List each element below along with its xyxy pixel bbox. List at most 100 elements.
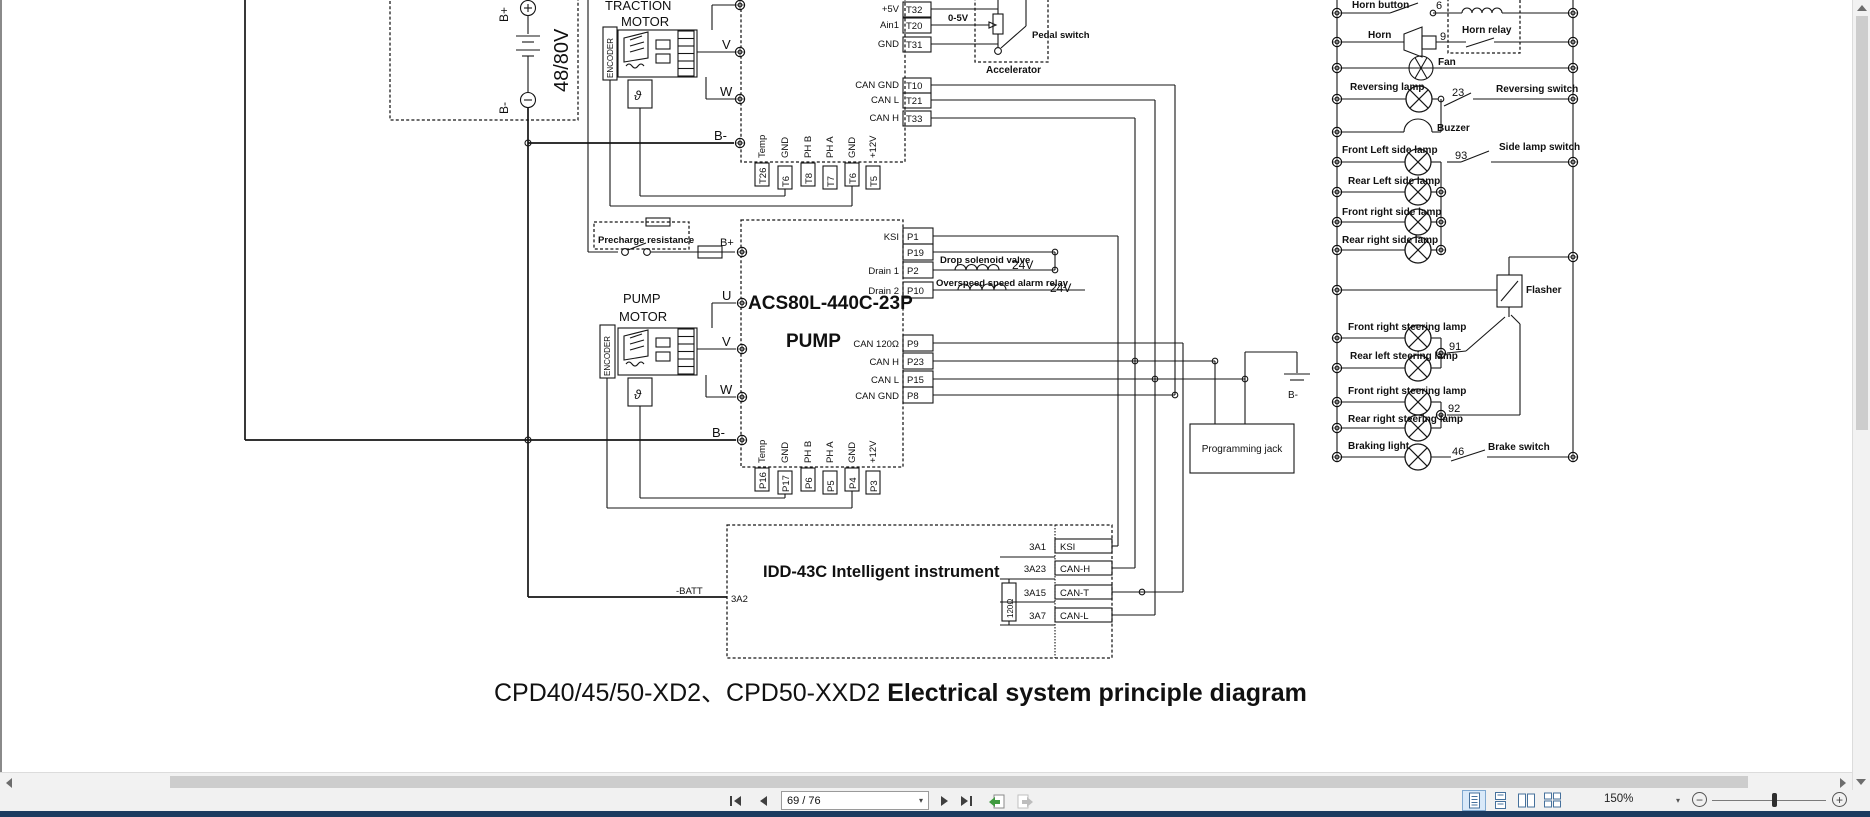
pump-encoder-label: ENCODER [603, 336, 612, 376]
vertical-scroll-thumb[interactable] [1856, 16, 1868, 430]
pin-label: CAN-H [1060, 564, 1090, 575]
prev-page-icon [759, 795, 767, 806]
steering-no-2: 92 [1448, 403, 1460, 415]
side-lamp-label: Front Left side lamp [1342, 145, 1438, 156]
scroll-up-icon[interactable] [1857, 5, 1867, 11]
next-page-button[interactable] [931, 790, 957, 811]
continuous-facing-view-icon [1543, 792, 1561, 808]
pump-controller-box [740, 219, 904, 468]
batt-pin: 3A2 [731, 594, 748, 605]
continuous-view-button[interactable] [1488, 790, 1512, 811]
plus-icon: + [1835, 792, 1843, 807]
zoom-out-button[interactable]: − [1692, 792, 1707, 807]
jack-bminus-label: B- [1288, 390, 1298, 401]
instrument-box [726, 524, 1113, 659]
precharge-box [593, 221, 690, 250]
steering-lamp-label: Front right steering lamp [1348, 322, 1466, 333]
scroll-left-icon[interactable] [6, 778, 12, 788]
reversing-switch-label: Reversing switch [1496, 84, 1578, 95]
traction-motor-title-1: TRACTION [605, 0, 671, 13]
battery-box [389, 0, 579, 121]
side-lamp-label: Rear right side lamp [1342, 235, 1438, 246]
status-bar [0, 811, 1870, 817]
page-number-combobox[interactable]: 69 / 76 ▾ [781, 791, 929, 810]
braking-no: 46 [1452, 446, 1464, 458]
braking-light-label: Braking light [1348, 441, 1410, 452]
pump-controller-name: PUMP [786, 331, 841, 352]
pump-motor-title-2: MOTOR [619, 309, 667, 324]
pin-id: T10 [906, 81, 922, 92]
pin-label: CAN H [869, 113, 899, 124]
next-view-icon [1017, 794, 1033, 808]
pin-id: P17 [781, 475, 792, 492]
traction-phase-w: W [720, 84, 733, 99]
pin-id: T7 [826, 176, 837, 187]
terminator-resistor-label: 120Ω [1006, 599, 1015, 618]
zoom-slider-track[interactable] [1712, 800, 1826, 801]
facing-view-button[interactable] [1514, 790, 1538, 811]
pin-label: Ain1 [880, 20, 899, 31]
traction-phase-v: V [722, 37, 731, 52]
programming-jack-label: Programming jack [1202, 444, 1284, 455]
zoom-in-button[interactable]: + [1832, 792, 1847, 807]
zoom-slider-handle[interactable] [1772, 793, 1777, 807]
page-number-value: 69 / 76 [787, 794, 821, 807]
pin-id: T31 [906, 40, 922, 51]
pin-id: P2 [907, 266, 919, 277]
traction-temp-sensor-icon: ϑ [634, 88, 642, 103]
side-lamp-label: Front right side lamp [1342, 207, 1441, 218]
prev-page-button[interactable] [750, 790, 776, 811]
pin-id: T32 [906, 5, 922, 16]
horn-button-label: Horn button [1352, 0, 1409, 11]
horizontal-scrollbar[interactable] [0, 772, 1852, 790]
last-page-button[interactable] [953, 790, 979, 811]
caption-prefix: CPD40/45/50-XD2、CPD50-XXD2 [494, 679, 888, 707]
pin-label: PH A [825, 441, 836, 463]
steering-lamp-label: Rear left steering lamp [1350, 351, 1458, 362]
horn-button-no: 6 [1436, 0, 1442, 12]
battery-bminus-label: B- [497, 102, 511, 114]
pin-id: T6 [781, 176, 792, 187]
next-view-button[interactable] [1012, 790, 1038, 811]
bottom-toolbar: 69 / 76 ▾ [0, 790, 1870, 811]
reversing-lamp-label: Reversing lamp [1350, 82, 1424, 93]
pin-label: PH A [825, 136, 836, 158]
traction-encoder-label: ENCODER [606, 38, 615, 78]
pin-label: Drain 1 [868, 266, 899, 277]
pin-label: Temp [757, 135, 768, 158]
scroll-down-icon[interactable] [1856, 779, 1866, 785]
steering-no-1: 91 [1449, 341, 1461, 353]
pin-id: 3A15 [1024, 588, 1046, 599]
single-page-view-button[interactable] [1462, 790, 1486, 811]
horizontal-scroll-thumb[interactable] [170, 776, 1748, 788]
scroll-right-icon[interactable] [1840, 778, 1846, 788]
pin-id: 3A7 [1029, 611, 1046, 622]
vertical-scrollbar[interactable] [1852, 0, 1870, 790]
pump-temp-sensor-icon: ϑ [634, 387, 642, 402]
pin-id: T26 [758, 168, 769, 184]
first-page-button[interactable] [722, 790, 748, 811]
next-page-icon [940, 795, 948, 806]
pump-controller-model: ACS80L-440C-23P [748, 293, 913, 314]
pin-label: PH B [803, 441, 814, 463]
continuous-facing-view-button[interactable] [1540, 790, 1564, 811]
pin-id: 3A23 [1024, 564, 1046, 575]
zoom-chevron-down-icon[interactable]: ▾ [1676, 796, 1681, 805]
reversing-no: 23 [1452, 87, 1464, 99]
horn-relay-box [1447, 0, 1521, 54]
pin-label: CAN GND [855, 80, 899, 91]
wiring-schematic: B+ B- 48/80V TRACTION MOTOR ENCODER ϑ V … [244, 0, 1580, 659]
pin-label: GND [847, 137, 858, 158]
battery-bplus-label: B+ [497, 7, 511, 22]
previous-view-button[interactable] [984, 790, 1010, 811]
pin-label: CAN-L [1060, 611, 1089, 622]
accelerator-label: Accelerator [986, 65, 1041, 76]
document-canvas[interactable]: B+ B- 48/80V TRACTION MOTOR ENCODER ϑ V … [0, 0, 1870, 772]
horn-label: Horn [1368, 30, 1391, 41]
last-page-icon [960, 795, 972, 806]
continuous-view-icon [1494, 792, 1506, 809]
side-lamp-label: Rear Left side lamp [1348, 176, 1440, 187]
brake-switch-label: Brake switch [1488, 442, 1550, 453]
pin-label: CAN L [871, 375, 899, 386]
